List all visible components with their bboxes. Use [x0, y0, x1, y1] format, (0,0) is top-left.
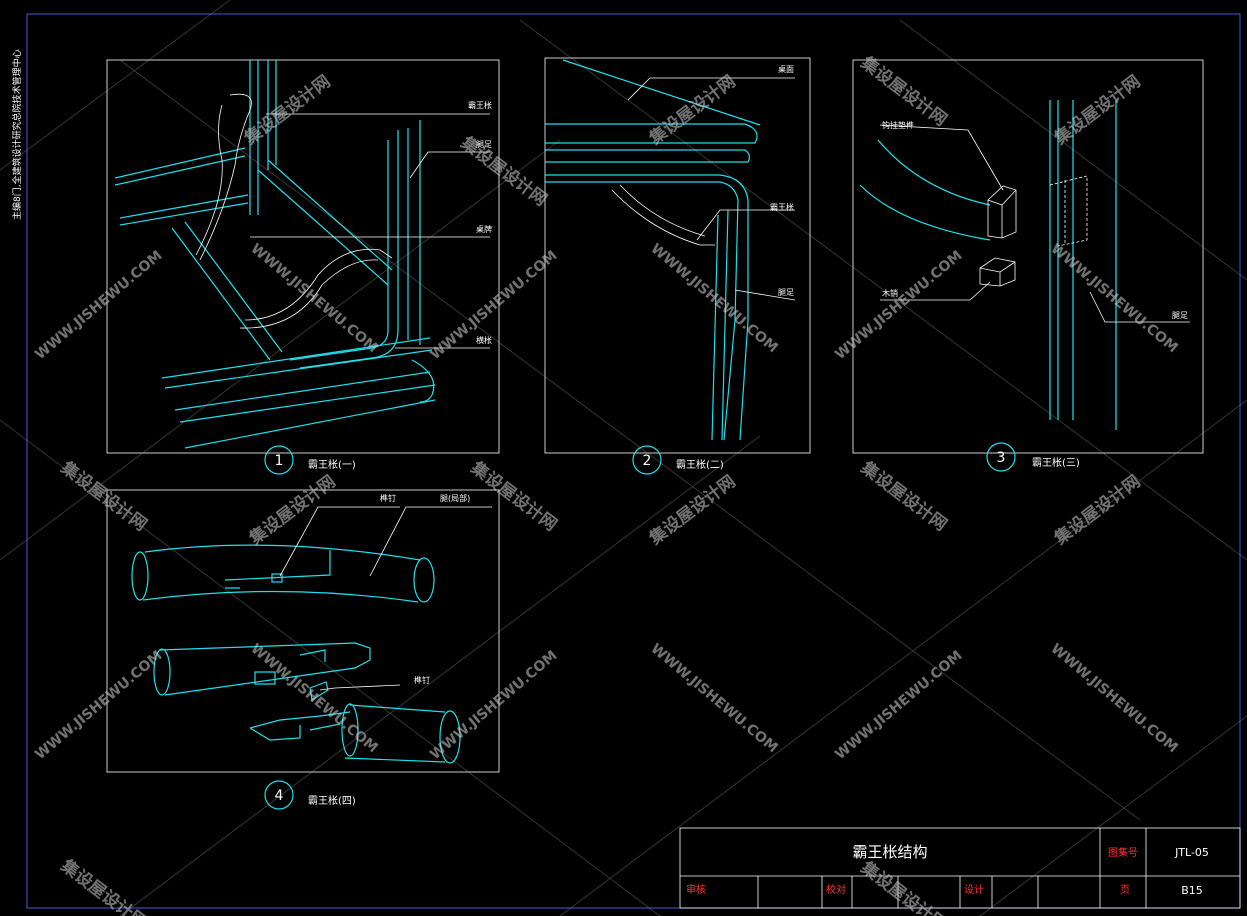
view-1-label-3: 横枨: [476, 335, 492, 345]
view-1: 霸王枨 腿足 桌牌 横枨 1 霸王枨(一): [106, 59, 500, 475]
drawing-title: 霸王枨结构: [852, 843, 927, 861]
view-2-label-0: 桌面: [778, 64, 794, 74]
view-2-frame: [544, 57, 811, 454]
review-label: 审核: [686, 883, 706, 896]
view-1-label-2: 桌牌: [476, 224, 492, 234]
view-3-label-0: 钩挂垫榫: [882, 120, 914, 130]
view-1-number-circle: [264, 445, 294, 475]
watermark-en-10: WWW.JISHEWU.COM: [647, 641, 780, 756]
view-3-caption: 霸王枨(三): [1032, 456, 1080, 469]
watermark-en-12: WWW.JISHEWU.COM: [1047, 641, 1180, 756]
page-label: 页: [1120, 884, 1130, 896]
page-number: B15: [1181, 884, 1203, 897]
view-2: 桌面 霸王枨 腿足 2 霸王枨(二): [544, 57, 811, 475]
view-2-caption: 霸王枨(二): [676, 458, 724, 471]
view-4-frame: [106, 489, 500, 773]
view-4: 榫钉 腿(局部) 榫钉 4 霸王枨(四): [106, 489, 500, 810]
watermark-en-2: WWW.JISHEWU.COM: [247, 241, 380, 356]
view-2-number-circle: [632, 445, 662, 475]
view-2-number: 2: [643, 453, 652, 469]
watermark-cn-13: 集设屋设计网: [856, 857, 951, 916]
view-1-label-0: 霸王枨: [468, 100, 492, 110]
view-4-caption: 霸王枨(四): [308, 794, 356, 807]
check-label: 校对: [826, 883, 846, 896]
watermark-en-1: WWW.JISHEWU.COM: [32, 248, 165, 363]
view-3: 钩挂垫榫 木销 腿足 3 霸王枨(三): [852, 59, 1204, 472]
view-3-label-1: 木销: [882, 288, 898, 298]
watermark-cn-10: 集设屋设计网: [1050, 471, 1145, 550]
watermark-cn-8: 集设屋设计网: [645, 471, 740, 550]
design-label: 设计: [964, 883, 984, 896]
title-block: 霸王枨结构 图集号 JTL-05 审核 校对 设计 页 B15: [679, 827, 1241, 909]
watermark-en-9: WWW.JISHEWU.COM: [427, 648, 560, 763]
watermark-cn-1: 集设屋设计网: [240, 71, 335, 150]
watermark-cn-6: 集设屋设计网: [245, 471, 340, 550]
view-3-label-2: 腿足: [1172, 311, 1188, 320]
watermark-en-6: WWW.JISHEWU.COM: [1047, 241, 1180, 356]
watermark-cn-12: 集设屋设计网: [56, 855, 151, 916]
watermark-en-3: WWW.JISHEWU.COM: [427, 248, 560, 363]
watermark-en-4: WWW.JISHEWU.COM: [647, 241, 780, 356]
watermark-cn-7: 集设屋设计网: [56, 457, 151, 536]
view-1-frame: [106, 59, 500, 454]
view-1-number: 1: [275, 453, 284, 469]
watermark-cn-4: 集设屋设计网: [856, 52, 951, 131]
watermark-en-7: WWW.JISHEWU.COM: [32, 648, 165, 763]
view-4-number-circle: [264, 780, 294, 810]
side-note: 主编8门,全建筑设计研究总院技术管理中心: [11, 49, 23, 220]
view-3-number: 3: [997, 450, 1006, 466]
watermark-cn-11: 集设屋设计网: [466, 457, 561, 536]
view-2-label-2: 腿足: [778, 288, 794, 297]
view-3-number-circle: [986, 442, 1016, 472]
view-4-label-2: 榫钉: [414, 675, 430, 685]
watermark-cn-3: 集设屋设计网: [645, 71, 740, 150]
view-1-caption: 霸王枨(一): [308, 458, 356, 471]
sheet-border: [26, 13, 1241, 909]
drawing-no: JTL-05: [1174, 846, 1209, 859]
watermark-en-5: WWW.JISHEWU.COM: [832, 248, 965, 363]
drawing-no-label: 图集号: [1108, 846, 1138, 859]
watermark-cn-9: 集设屋设计网: [856, 457, 951, 536]
view-4-label-1: 腿(局部): [440, 493, 470, 503]
watermark-cn-5: 集设屋设计网: [1050, 71, 1145, 150]
view-4-label-0: 榫钉: [380, 493, 396, 503]
view-4-number: 4: [275, 788, 284, 804]
view-3-frame: [852, 59, 1204, 454]
view-2-label-1: 霸王枨: [770, 202, 794, 212]
watermark-cn-2: 集设屋设计网: [456, 132, 551, 211]
view-1-label-1: 腿足: [476, 140, 492, 149]
watermark-en-11: WWW.JISHEWU.COM: [832, 648, 965, 763]
